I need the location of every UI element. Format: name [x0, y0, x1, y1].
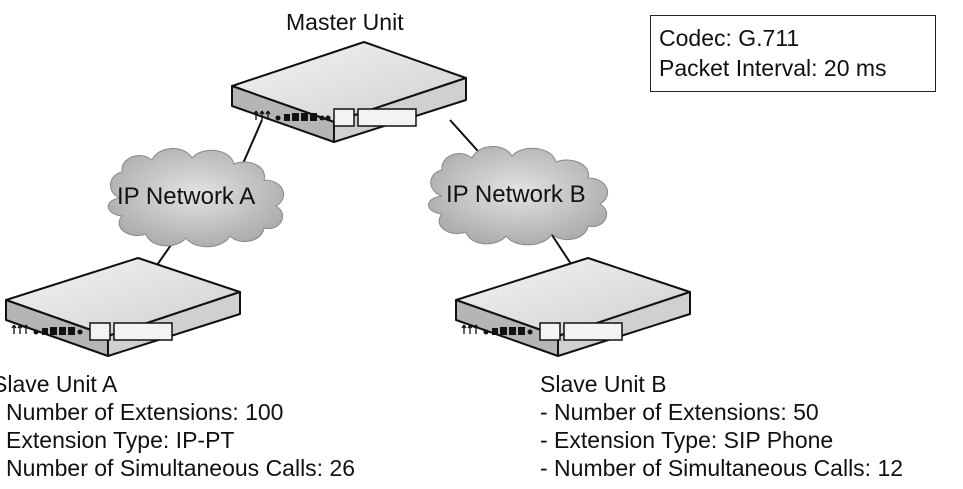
slave-unit-b-label: Slave Unit B — [540, 371, 667, 397]
slave-unit-a-device — [5, 257, 241, 357]
slave-unit-b-extension-type: - Extension Type: SIP Phone — [540, 427, 834, 453]
slave-unit-a-label: Slave Unit A — [0, 371, 118, 397]
codec-text: Codec: G.711 — [659, 25, 800, 51]
slave-unit-b-simultaneous-calls: - Number of Simultaneous Calls: 12 — [540, 455, 904, 481]
slave-unit-a-extensions: - Number of Extensions: 100 — [0, 399, 284, 425]
ip-network-b-label: IP Network B — [446, 181, 586, 208]
master-unit-device — [231, 41, 467, 143]
packet-interval-text: Packet Interval: 20 ms — [659, 55, 887, 81]
ip-network-a-cloud — [107, 148, 285, 248]
slave-unit-a-info: Slave Unit A - Number of Extensions: 100… — [0, 370, 355, 482]
ip-network-a-label: IP Network A — [117, 183, 256, 210]
slave-unit-a-simultaneous-calls: - Number of Simultaneous Calls: 26 — [0, 455, 356, 481]
slave-unit-b-device — [455, 257, 691, 357]
slave-unit-b-info: Slave Unit B - Number of Extensions: 50 … — [540, 370, 903, 482]
slave-unit-b-extensions: - Number of Extensions: 50 — [540, 399, 819, 425]
ip-network-b-cloud — [428, 146, 609, 246]
master-unit-label: Master Unit — [286, 9, 404, 35]
settings-box: Codec: G.711 Packet Interval: 20 ms — [650, 15, 936, 92]
slave-unit-a-extension-type: - Extension Type: IP-PT — [0, 427, 235, 453]
